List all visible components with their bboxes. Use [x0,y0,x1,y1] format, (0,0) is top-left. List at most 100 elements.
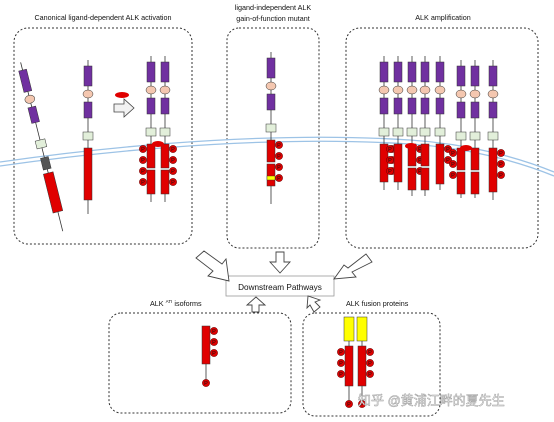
phosphate-marker [358,400,366,408]
kinase-domain [435,143,445,185]
phosphate-symbol: P [446,147,450,153]
phosphate-marker [366,348,374,356]
phosphate-symbol: P [368,361,372,367]
kinase-domain [160,143,170,169]
kinase-domain [266,163,276,187]
receptor-stem [27,91,30,96]
phosphate-symbol: P [339,361,343,367]
mam-domain [406,85,418,95]
kinase-domain [83,147,93,201]
canonical-title: Canonical ligand-dependent ALK activatio… [34,13,171,22]
extracellular-domain [83,65,93,87]
fusion-partner-domain [343,316,355,342]
arrow-from-amplification [333,253,373,280]
phosphate-marker [337,359,345,367]
transmembrane-box [455,131,467,141]
kinase-domain [146,169,156,195]
transmembrane-box [487,131,499,141]
extracellular-domain [379,61,389,83]
phosphate-symbol: P [388,158,392,164]
transmembrane-box [265,123,277,133]
phosphate-marker [366,359,374,367]
bound-ligand [405,143,417,149]
kinase-domain [160,169,170,195]
mam-domain [434,85,446,95]
downstream-box [225,275,335,297]
bound-ligand [152,141,164,147]
kinase-domain [420,167,430,191]
phosphate-marker [139,145,147,153]
phosphate-symbol: P [368,372,372,378]
extracellular-domain [266,57,276,79]
phosphate-marker [139,156,147,164]
mam-domain [82,89,94,99]
phosphate-symbol: P [212,329,216,335]
arrow-from-mutant [268,251,292,274]
phosphate-symbol: P [451,162,455,168]
phosphate-symbol: P [277,176,281,182]
cell-membrane [0,136,554,177]
phosphate-marker [275,163,283,171]
phosphate-symbol: P [368,350,372,356]
extracellular-domain [146,97,156,115]
phosphate-marker [386,167,394,175]
phosphate-marker [139,167,147,175]
phosphate-symbol: P [347,402,351,408]
fusion-kinase-domain [344,345,354,387]
phosphate-marker [386,156,394,164]
extracellular-domain [393,61,403,83]
phosphate-marker [345,400,353,408]
bound-ligand [460,145,472,151]
phosphate-symbol: P [141,147,145,153]
phosphate-symbol: P [141,180,145,186]
phosphate-symbol: P [212,351,216,357]
extracellular-domain [393,97,403,115]
extracellular-domain [83,101,93,119]
transmembrane-box [34,138,48,150]
receptor-stem [35,122,41,141]
ligand [115,92,129,98]
mam-domain [469,89,481,99]
receptor-stem [41,147,45,158]
extracellular-domain [488,65,498,87]
phosphate-marker [169,156,177,164]
isoform-kinase-domain [201,325,211,365]
transmembrane-box [82,131,94,141]
kinase-domain [146,143,156,169]
transmembrane-box [392,127,404,137]
phosphate-symbol: P [499,162,503,168]
fusion-partner-domain [356,316,368,342]
transmembrane-box [419,127,431,137]
phosphate-marker [169,178,177,186]
extracellular-domain [456,101,466,119]
phosphate-marker [497,171,505,179]
receptor-stem [46,169,49,174]
phosphate-symbol: P [418,169,422,175]
membrane-line-inner [0,140,554,177]
phosphate-symbol: P [171,147,175,153]
mam-domain [265,81,277,91]
receptor-layer: PPPPPPPPPPPPPPPPPPPPPPPPPPPPPPPPPPPPPPPP… [18,52,505,408]
membrane-anchor [40,156,52,171]
transmembrane-box [434,127,446,137]
transmembrane-box [469,131,481,141]
fusion-label: ALK fusion proteins [346,299,409,308]
kinase-domain [456,147,466,171]
extracellular-domain [488,101,498,119]
phosphate-marker [210,338,218,346]
extracellular-domain [420,97,430,115]
extracellular-domain [160,61,170,83]
phosphate-marker [169,167,177,175]
inactive-receptor-tilted [18,62,64,232]
mam-domain [159,85,171,95]
extracellular-domain [435,97,445,115]
extracellular-domain [146,61,156,83]
kinase-domain [420,143,430,167]
kinase-domain [43,171,64,214]
phosphate-marker [386,145,394,153]
extracellular-domain [27,105,40,124]
mam-domain [455,89,467,99]
isoform-panel [108,312,292,414]
phosphate-symbol: P [212,340,216,346]
